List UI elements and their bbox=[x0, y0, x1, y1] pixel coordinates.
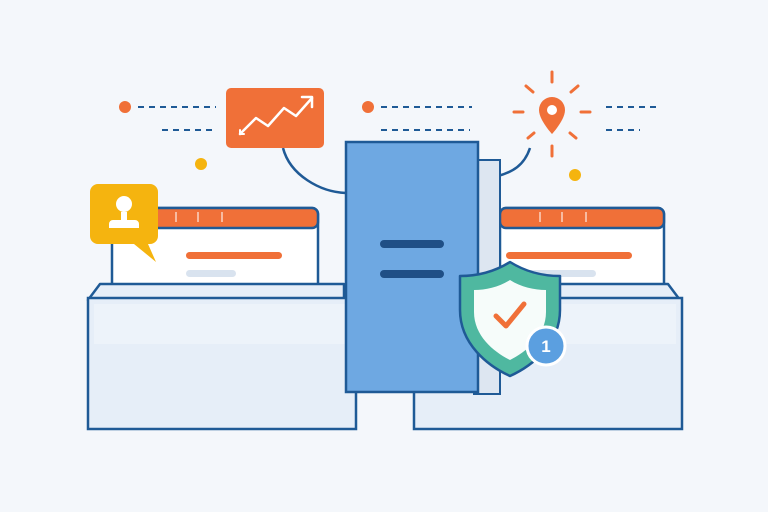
orange-dot-left bbox=[119, 101, 131, 113]
user-chat-bubble-icon bbox=[90, 184, 158, 262]
trend-up-arrow-icon bbox=[226, 88, 324, 148]
yellow-dot-right bbox=[569, 169, 581, 181]
connector-lines bbox=[281, 147, 532, 195]
location-pin-icon bbox=[512, 70, 592, 158]
yellow-dot-left bbox=[195, 158, 207, 170]
folder-left bbox=[86, 282, 358, 431]
decorative-lines bbox=[119, 101, 660, 181]
notification-badge: 1 bbox=[525, 325, 567, 367]
orange-dot-center bbox=[362, 101, 374, 113]
central-panel bbox=[344, 140, 501, 395]
notification-count: 1 bbox=[541, 337, 550, 356]
